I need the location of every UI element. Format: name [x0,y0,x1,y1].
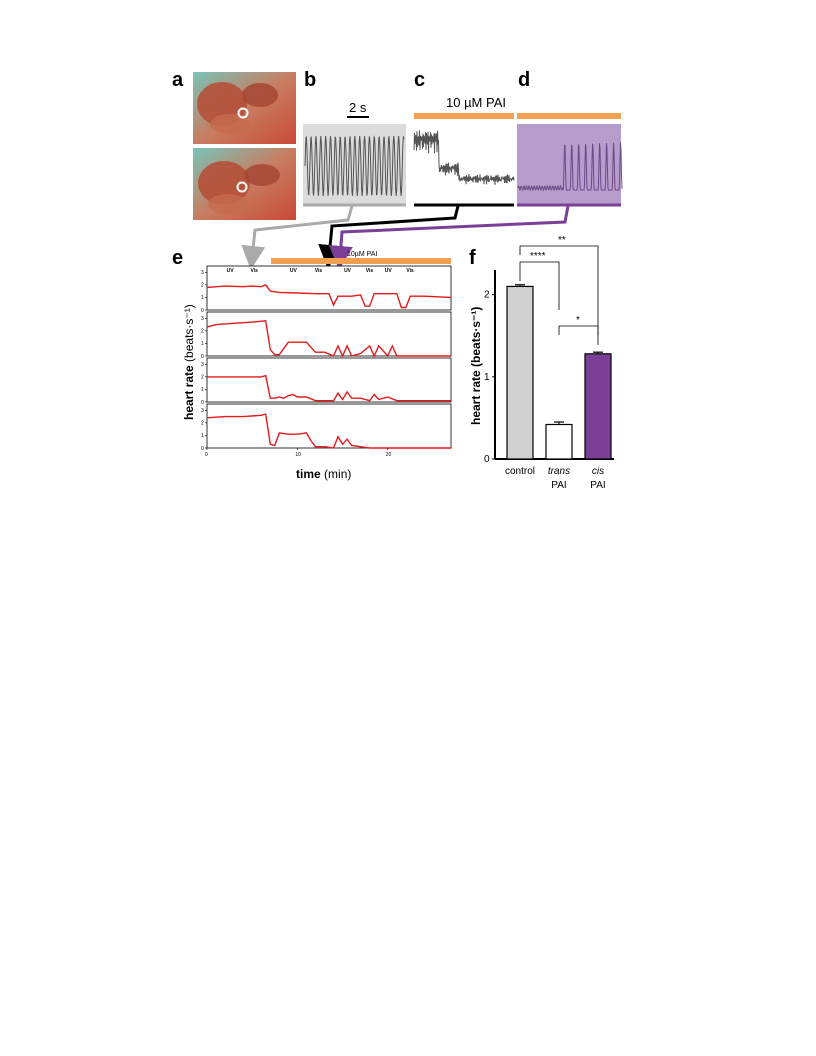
e-y-tick-label: 2 [201,375,204,381]
panel-label-c: c [414,69,425,91]
row-frame [206,357,452,403]
e-x-tick-label: 20 [386,452,392,458]
e-y-tick-label: 1 [201,433,204,439]
e-y-tick-label: 3 [201,270,204,276]
treatment-label-e: 10µM PAI [347,251,377,258]
row-frame [206,403,452,449]
heart-rate-series-3 [207,374,451,402]
e-y-tick-label: 1 [201,295,204,301]
f-y-tick-label: 2 [484,290,490,301]
band-label: UV [344,268,352,274]
treatment-label-c: 10 µM PAI [446,95,506,110]
e-x-tick-label: 0 [205,452,208,458]
e-y-tick-label: 3 [201,408,204,414]
sig-bracket-1 [519,261,560,310]
f-y-tick-label: 1 [484,372,490,383]
heart-image-2 [193,148,296,220]
heart-rate-series-4 [206,413,451,449]
f-y-axis-label: heart rate (beats·s⁻¹) [469,307,483,425]
band-label: UV [227,268,235,274]
roi-circle-2 [236,181,248,193]
trans-arrow [318,205,460,269]
e-y-tick-label: 0 [201,308,204,314]
scale-bar-label: 2 s [349,100,367,115]
category-label-line2: PAI [551,480,566,491]
bar-1 [506,285,534,460]
bar-2 [545,423,573,460]
panel-label-a: a [172,69,184,91]
e-x-axis-label: time (min) [296,467,351,481]
heart-rate-rows [206,265,452,449]
cis-arrow [328,205,570,270]
sig-bracket-3 [519,245,599,345]
e-axes: 0 1 2 3 0 1 2 3 0 1 2 3 0 1 2 3 UV Vis UV Vis UV Vis UV Vis 0 10 2… [201,268,414,458]
panel-label-e: e [172,247,183,269]
heart-image-1 [193,72,296,144]
cis-trace [517,142,623,192]
row-frame [206,311,452,357]
e-y-tick-label: 1 [201,341,204,347]
panel-c: c 10 µM PAI [413,69,515,207]
band-label: Vis [366,268,374,274]
e-y-tick-label: 2 [201,329,204,335]
band-label: Vis [251,268,259,274]
e-y-tick-label: 0 [201,400,204,406]
cis-trace-bg [517,124,621,204]
panel-a: a [172,69,296,220]
e-y-tick-label: 0 [201,354,204,360]
sig-label-3: ** [558,235,566,246]
control-trace [304,135,405,197]
panel-f: f heart rate (beats·s⁻¹) 0 1 2 control trans… [469,235,614,491]
heart-rate-series-1 [206,284,452,309]
panel-label-f: f [469,247,476,269]
panel-d: d [517,69,623,207]
bar-3 [584,353,612,460]
panel-e: e 10µM PAI 0 1 2 3 0 1 2 3 0 1 2 3 0 1 2 3 UV Vis UV Vis UV V… [172,247,452,481]
f-y-tick-label: 0 [484,454,490,465]
band-label: UV [385,268,393,274]
trans-trace [413,130,515,185]
sig-label-2: * [576,315,580,326]
category-label-line2: PAI [590,480,605,491]
band-label: Vis [406,268,414,274]
e-y-tick-label: 3 [201,316,204,322]
treatment-bar-e [271,258,451,264]
panel-label-d: d [518,69,530,91]
category-label: cis [592,466,604,477]
control-arrow [241,205,354,270]
connector-arrows [241,205,570,270]
category-label: control [505,466,535,477]
panel-label-b: b [304,69,316,91]
sig-bracket-2 [558,325,599,335]
e-x-tick-label: 10 [295,452,301,458]
band-label: UV [290,268,298,274]
panel-b: b 2 s [303,69,406,207]
e-y-tick-label: 2 [201,421,204,427]
category-label: trans [548,466,570,477]
band-label: Vis [315,268,323,274]
sig-label-1: **** [530,251,546,262]
heart-rate-series-2 [206,320,451,358]
e-y-axis-label: heart rate (beats·s⁻¹) [182,304,196,420]
roi-circle-1 [237,107,249,119]
row-frame [206,265,452,311]
e-y-tick-label: 1 [201,387,204,393]
e-y-tick-label: 0 [201,446,204,452]
e-y-tick-label: 2 [201,283,204,289]
e-y-tick-label: 3 [201,362,204,368]
